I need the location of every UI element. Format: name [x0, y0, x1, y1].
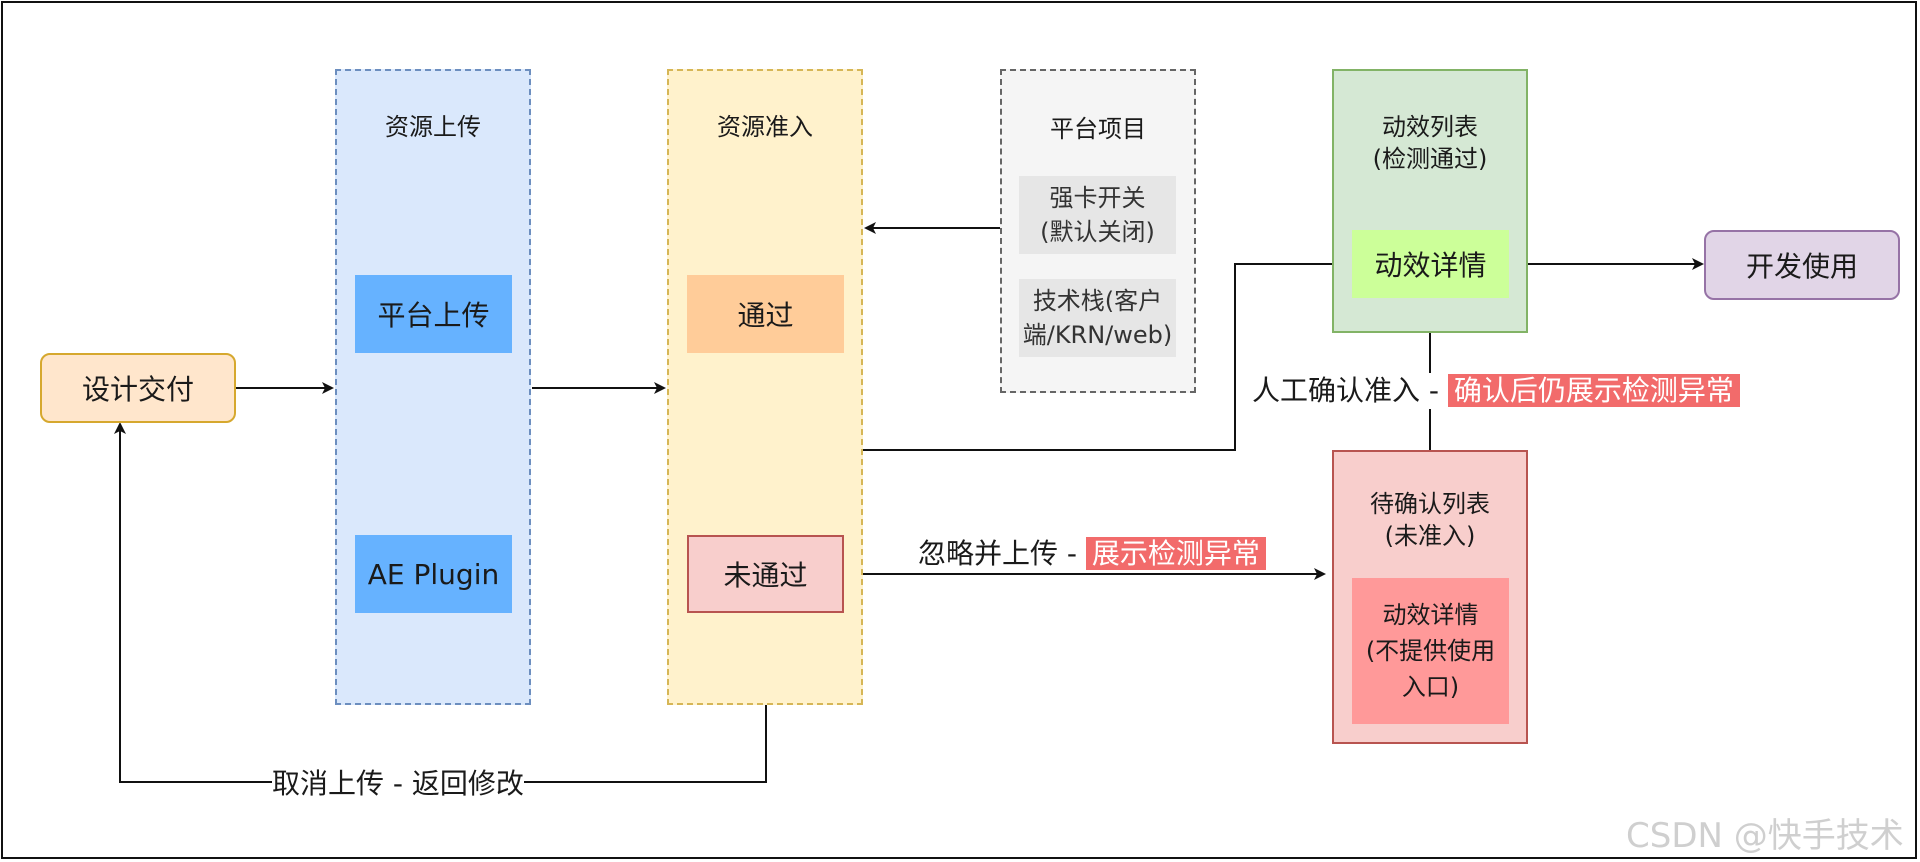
effect-list-title-line-2: (检测通过) [1372, 145, 1488, 173]
tech-stack-line-2: 端/KRN/web) [1022, 321, 1173, 349]
strong-switch-node: 强卡开关 (默认关闭) [1019, 176, 1176, 254]
upload-column-title: 资源上传 [385, 113, 481, 141]
effect-list-title-line-1: 动效列表 [1382, 113, 1478, 141]
strong-switch-line-2: (默认关闭) [1040, 218, 1155, 246]
effect-detail-node: 动效详情 [1352, 230, 1509, 298]
effect-detail-label: 动效详情 [1374, 249, 1487, 282]
manual-confirm-edge-label: 人工确认准入 - 确认后仍展示检测异常 [1252, 373, 1740, 409]
cancel-upload-text: 取消上传 - 返回修改 [272, 767, 524, 800]
ignore-upload-edge-label: 忽略并上传 - 展示检测异常 [918, 536, 1266, 572]
design-delivery-label: 设计交付 [81, 373, 194, 406]
platform-project-title: 平台项目 [1050, 115, 1146, 143]
platform-upload-node: 平台上传 [355, 275, 512, 353]
pending-effect-detail-line-2: (不提供使用 [1365, 637, 1496, 665]
pending-effect-detail-line-3: 入口) [1401, 673, 1460, 701]
effect-list-title: 动效列表 (检测通过) [1334, 111, 1526, 175]
tech-stack-line-1: 技术栈(客户 [1032, 287, 1163, 315]
pending-list-title-line-2: (未准入) [1384, 522, 1476, 550]
passed-label: 通过 [737, 299, 794, 332]
watermark: CSDN @快手技术 [1626, 816, 1904, 856]
ae-plugin-node: AE Plugin [355, 535, 512, 613]
tech-stack-node: 技术栈(客户 端/KRN/web) [1019, 279, 1176, 357]
pending-list-title: 待确认列表 (未准入) [1334, 488, 1526, 552]
failed-node: 未通过 [687, 535, 844, 613]
manual-confirm-text: 人工确认准入 - [1252, 374, 1440, 407]
strong-switch-line-1: 强卡开关 [1049, 184, 1146, 212]
ignore-upload-highlight: 展示检测异常 [1085, 537, 1266, 570]
platform-upload-label: 平台上传 [377, 299, 490, 332]
dev-use-node: 开发使用 [1704, 230, 1900, 300]
failed-label: 未通过 [723, 559, 808, 592]
ae-plugin-label: AE Plugin [367, 557, 500, 591]
manual-confirm-highlight: 确认后仍展示检测异常 [1447, 374, 1740, 407]
cancel-upload-edge-label: 取消上传 - 返回修改 [272, 766, 524, 802]
admission-column-title: 资源准入 [717, 113, 813, 141]
dev-use-label: 开发使用 [1745, 250, 1858, 283]
pending-effect-detail-node: 动效详情 (不提供使用 入口) [1352, 578, 1509, 724]
ignore-upload-text: 忽略并上传 - [918, 537, 1078, 570]
design-delivery-node: 设计交付 [40, 353, 236, 423]
pending-list-title-line-1: 待确认列表 [1370, 490, 1490, 518]
pending-effect-detail-line-1: 动效详情 [1382, 601, 1479, 629]
passed-node: 通过 [687, 275, 844, 353]
